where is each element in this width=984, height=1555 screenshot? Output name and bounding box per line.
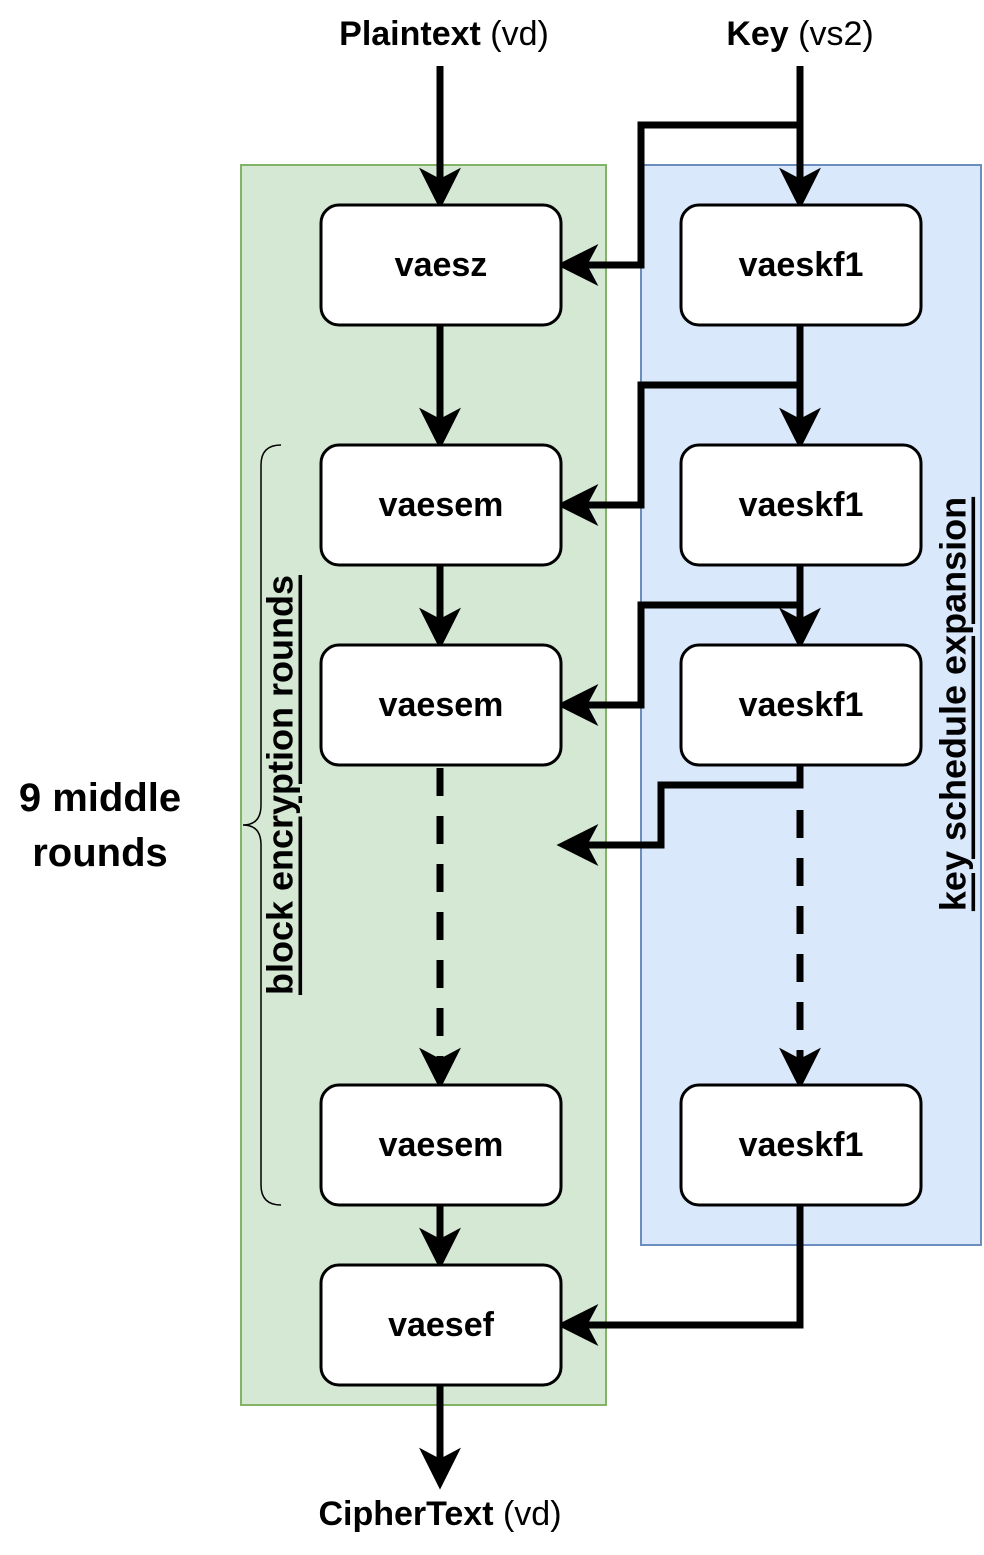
arrow-roundkey-1-to-vaesem-1 xyxy=(556,381,800,526)
key-schedule-expansion-label: key schedule expansion xyxy=(933,497,974,911)
box-vaesz-label: vaesz xyxy=(395,246,488,284)
box-vaesem-1: vaesem xyxy=(319,443,563,567)
arrow-last-roundkey-to-vaesef xyxy=(556,1205,804,1346)
box-vaesef: vaesef xyxy=(319,1263,563,1387)
box-vaesem-2-label: vaesem xyxy=(379,686,504,724)
box-vaeskf1-2: vaeskf1 xyxy=(679,443,923,567)
arrow-roundkey-2-to-vaesem-2 xyxy=(556,601,800,726)
middle-rounds-brace xyxy=(242,444,282,1206)
box-vaeskf1-3: vaeskf1 xyxy=(679,643,923,767)
arrow-key-to-vaesz xyxy=(556,121,800,286)
box-vaesef-label: vaesef xyxy=(388,1306,495,1344)
ciphertext-label: CipherText (vd) xyxy=(318,1495,561,1533)
box-vaeskf1-4: vaeskf1 xyxy=(679,1083,923,1207)
arrow-roundkey-3-to-next xyxy=(556,765,804,866)
plaintext-label: Plaintext (vd) xyxy=(339,15,549,53)
box-vaeskf1-4-label: vaeskf1 xyxy=(739,1126,864,1164)
block-encryption-rounds-label: block encryption rounds xyxy=(260,575,301,995)
box-vaeskf1-1: vaeskf1 xyxy=(679,203,923,327)
box-vaesem-2: vaesem xyxy=(319,643,563,767)
box-vaesem-3-label: vaesem xyxy=(379,1126,504,1164)
box-vaeskf1-1-label: vaeskf1 xyxy=(739,246,864,284)
box-vaesem-3: vaesem xyxy=(319,1083,563,1207)
middle-rounds-label-line2: rounds xyxy=(32,831,168,875)
middle-rounds-label-line1: 9 middle xyxy=(19,776,181,820)
box-vaeskf1-2-label: vaeskf1 xyxy=(739,486,864,524)
box-vaeskf1-3-label: vaeskf1 xyxy=(739,686,864,724)
box-vaesem-1-label: vaesem xyxy=(379,486,504,524)
box-vaesz: vaesz xyxy=(319,203,563,327)
key-label: Key (vs2) xyxy=(726,15,873,53)
